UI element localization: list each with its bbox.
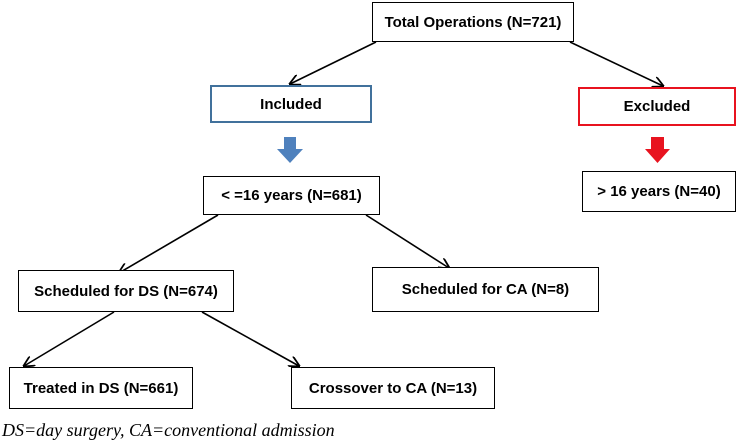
- node-excluded: Excluded: [578, 87, 736, 126]
- node-treated-in-ds: Treated in DS (N=661): [9, 367, 193, 409]
- figure-caption: DS=day surgery, CA=conventional admissio…: [2, 420, 335, 440]
- node-age-16-or-under: < =16 years (N=681): [203, 176, 380, 215]
- node-age-over-16: > 16 years (N=40): [582, 171, 736, 212]
- node-included: Included: [210, 85, 372, 123]
- edge-age-to-scheduled-ca: [365, 214, 449, 268]
- edge-total-to-excluded: [569, 41, 663, 86]
- edge-scheduled-ds-to-treated-ds: [24, 311, 115, 366]
- edge-scheduled-ds-to-crossover-ca: [201, 311, 299, 366]
- node-total-operations: Total Operations (N=721): [372, 2, 574, 42]
- edge-total-to-included: [290, 41, 377, 84]
- excluded-down-arrow: [645, 137, 670, 163]
- edge-age-to-scheduled-ds: [119, 214, 219, 273]
- node-crossover-to-ca: Crossover to CA (N=13): [291, 367, 495, 409]
- included-down-arrow: [277, 137, 303, 163]
- node-scheduled-for-ca: Scheduled for CA (N=8): [372, 267, 599, 312]
- node-scheduled-for-ds: Scheduled for DS (N=674): [18, 270, 234, 312]
